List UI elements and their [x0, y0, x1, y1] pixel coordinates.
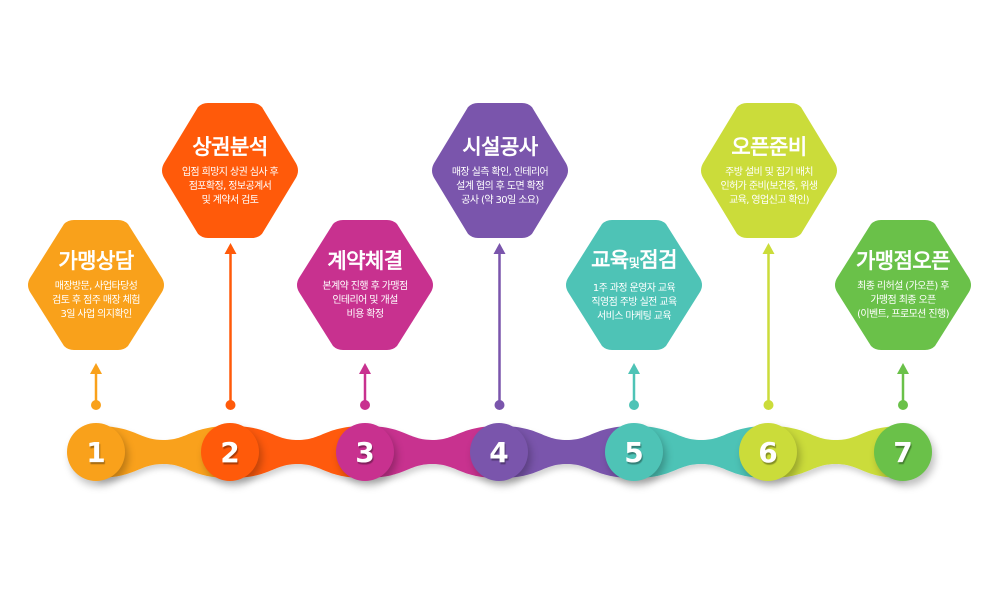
step-description: 본계약 진행 후 가맹점 인테리어 및 개설 비용 확정	[322, 281, 408, 320]
ribbon-segment	[768, 426, 903, 478]
step-number-badge: 4	[470, 423, 528, 481]
step-title: 가맹상담	[58, 249, 134, 273]
step-card-open-prep: 오픈준비 주방 설비 및 집기 배치 인허가 준비(보건증, 위생 교육, 영업…	[699, 103, 839, 238]
step-number-badge: 3	[336, 423, 394, 481]
step-card-market-analysis: 상권분석 입점 희망지 상권 심사 후 점포확정, 정보공계서 및 계약서 검토	[160, 103, 300, 238]
step-title: 교육및점검	[591, 247, 677, 272]
hexagon-shape	[432, 103, 568, 238]
connector-arrow-icon	[628, 363, 640, 410]
step-number-badge: 7	[874, 423, 932, 481]
connector-arrow-icon	[90, 363, 102, 410]
step-description: 최종 리허설 (가오픈) 후 가맹점 최종 오픈 (이벤트, 프로모션 진행)	[857, 281, 949, 320]
step-card-consultation: 가맹상담 매장방문, 사업타당성 검토 후 점주 매장 체험 3일 사업 의지확…	[26, 220, 166, 350]
step-number-badge: 2	[201, 423, 259, 481]
ribbon-segment	[499, 426, 634, 478]
hexagon-shape	[297, 220, 433, 350]
step-description: 주방 설비 및 집기 배치 인허가 준비(보건증, 위생 교육, 영업신고 확인…	[720, 166, 818, 206]
ribbon-segment	[365, 426, 500, 478]
hexagon-shape	[835, 220, 971, 350]
step-number-badge: 1	[67, 423, 125, 481]
step-description: 매장 실측 확인, 인테리어 설계 협의 후 도면 확정 공사 (약 30일 소…	[451, 166, 549, 206]
step-description: 매장방문, 사업타당성 검토 후 점주 매장 체험 3일 사업 의지확인	[52, 281, 140, 320]
connector-arrow-icon	[493, 243, 506, 410]
connector-arrow-icon	[897, 363, 909, 410]
step-card-grand-opening: 가맹점오픈 최종 리허설 (가오픈) 후 가맹점 최종 오픈 (이벤트, 프로모…	[833, 220, 973, 350]
step-number-badge: 6	[739, 423, 797, 481]
connector-arrow-icon	[224, 243, 237, 410]
step-card-contract: 계약체결 본계약 진행 후 가맹점 인테리어 및 개설 비용 확정	[295, 220, 435, 350]
step-description: 1주 과정 운영자 교육 직영점 주방 실전 교육 서비스 마케팅 교육	[591, 282, 677, 322]
step-title: 가맹점오픈	[855, 249, 951, 273]
step-title: 오픈준비	[731, 134, 807, 159]
step-description: 입점 희망지 상권 심사 후 점포확정, 정보공계서 및 계약서 검토	[181, 166, 279, 206]
hexagon-shape	[566, 220, 702, 350]
step-title: 상권분석	[192, 134, 268, 159]
hexagon-shape	[701, 103, 837, 238]
ribbon-segment	[96, 426, 231, 478]
step-title: 시설공사	[462, 134, 538, 159]
hexagon-shape	[162, 103, 298, 238]
step-card-training: 교육및점검 1주 과정 운영자 교육 직영점 주방 실전 교육 서비스 마케팅 …	[564, 220, 704, 350]
step-number-badge: 5	[605, 423, 663, 481]
step-card-construction: 시설공사 매장 실측 확인, 인테리어 설계 협의 후 도면 확정 공사 (약 …	[430, 103, 570, 238]
connector-arrow-icon	[359, 363, 371, 410]
ribbon-segment	[230, 426, 365, 478]
step-title: 계약체결	[327, 249, 403, 273]
ribbon-segment	[634, 426, 769, 478]
hexagon-shape	[28, 220, 164, 350]
connector-arrow-icon	[762, 243, 775, 410]
